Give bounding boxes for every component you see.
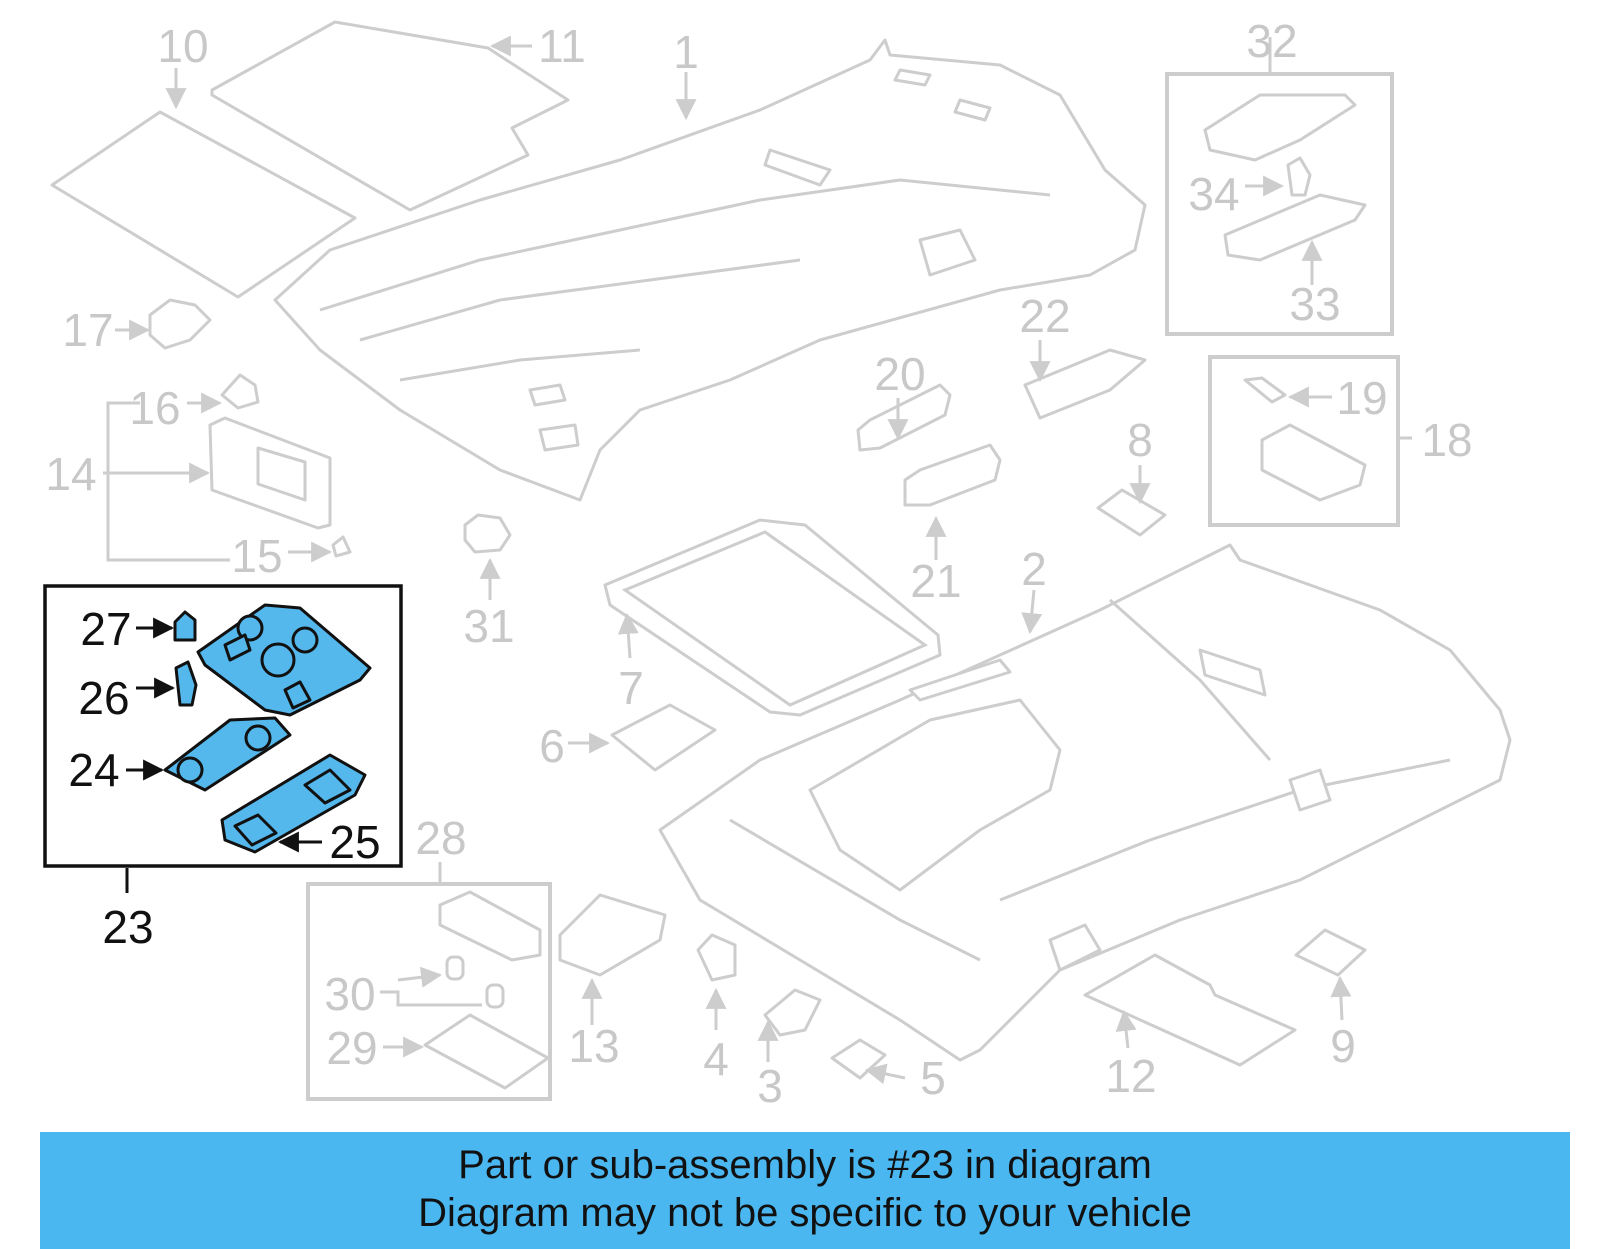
group-18-box: [1208, 355, 1400, 527]
callout-16: 16: [129, 382, 180, 434]
panel-part-10: [50, 110, 357, 299]
callout-31: 31: [463, 600, 514, 652]
visor-mirror: [256, 446, 307, 502]
callout-6: 6: [539, 720, 565, 772]
grab-handle-part-20: [856, 383, 952, 452]
lamp-part-31: [463, 513, 512, 554]
callout-29: 29: [326, 1022, 377, 1074]
cover-part-33: [1223, 193, 1367, 262]
headliner-lower-part-2: [658, 543, 1512, 1062]
callout-20: 20: [874, 348, 925, 400]
callout-3: 3: [757, 1060, 783, 1112]
callout-23: 23: [102, 901, 153, 953]
clip-part-5: [830, 1038, 887, 1080]
callout-10: 10: [157, 20, 208, 72]
clip-part-16: [220, 373, 260, 410]
bulb-part-30b: [485, 983, 505, 1009]
group-32-box: [1165, 72, 1394, 336]
bracket-part-9: [1294, 928, 1367, 977]
callout-22: 22: [1019, 290, 1070, 342]
panel-part-6: [610, 703, 717, 772]
clip-part-4: [696, 933, 737, 982]
callout-7: 7: [618, 662, 644, 714]
bracket-part-22: [1023, 348, 1147, 420]
callout-12: 12: [1105, 1050, 1156, 1102]
callout-1: 1: [673, 26, 699, 78]
headliner-upper-part-1: [273, 38, 1147, 502]
cover-part-8: [1096, 488, 1167, 537]
callout-4: 4: [703, 1033, 729, 1085]
callout-15: 15: [231, 530, 282, 582]
bracket-part-13: [558, 893, 667, 977]
clip-part-3: [763, 988, 822, 1037]
callout-32: 32: [1246, 15, 1297, 67]
callout-18: 18: [1421, 414, 1472, 466]
callout-28: 28: [415, 812, 466, 864]
callout-2: 2: [1021, 543, 1047, 595]
group-23-box: [43, 584, 403, 868]
callout-17: 17: [62, 304, 113, 356]
callout-21: 21: [910, 555, 961, 607]
callout-24: 24: [68, 744, 119, 796]
bulb-part-19: [1243, 376, 1287, 404]
lens-part-26: [174, 660, 198, 707]
callout-14: 14: [45, 448, 96, 500]
sunroof-frame-part-7: [603, 518, 942, 717]
callout-33: 33: [1289, 278, 1340, 330]
callout-30: 30: [324, 968, 375, 1020]
bulb-part-30a: [445, 955, 465, 981]
callout-25: 25: [329, 816, 380, 868]
callout-13: 13: [568, 1020, 619, 1072]
grab-handle-part-21: [903, 443, 1002, 507]
clip-part-17: [148, 298, 212, 350]
callout-27: 27: [80, 603, 131, 655]
console-housing-part-32: [1203, 93, 1357, 162]
callout-19: 19: [1336, 372, 1387, 424]
callout-9: 9: [1330, 1020, 1356, 1072]
callout-8: 8: [1127, 414, 1153, 466]
group-28-box: [306, 882, 552, 1101]
housing-part-28: [438, 890, 542, 962]
callout-34: 34: [1188, 168, 1239, 220]
cap-part-27: [173, 610, 197, 642]
clip-part-15: [331, 535, 352, 558]
lens-part-34: [1286, 156, 1312, 197]
lamp-part-18: [1260, 423, 1367, 502]
callout-5: 5: [920, 1052, 946, 1104]
callout-11: 11: [538, 20, 586, 72]
info-banner: Part or sub-assembly is #23 in diagram D…: [40, 1132, 1570, 1249]
lens-part-29: [423, 1013, 550, 1090]
banner-line-part-number: Part or sub-assembly is #23 in diagram: [458, 1143, 1152, 1187]
callout-26: 26: [78, 672, 129, 724]
panel-part-12: [1083, 953, 1297, 1067]
banner-line-disclaimer: Diagram may not be specific to your vehi…: [418, 1191, 1192, 1235]
panel-part-11: [210, 20, 570, 212]
